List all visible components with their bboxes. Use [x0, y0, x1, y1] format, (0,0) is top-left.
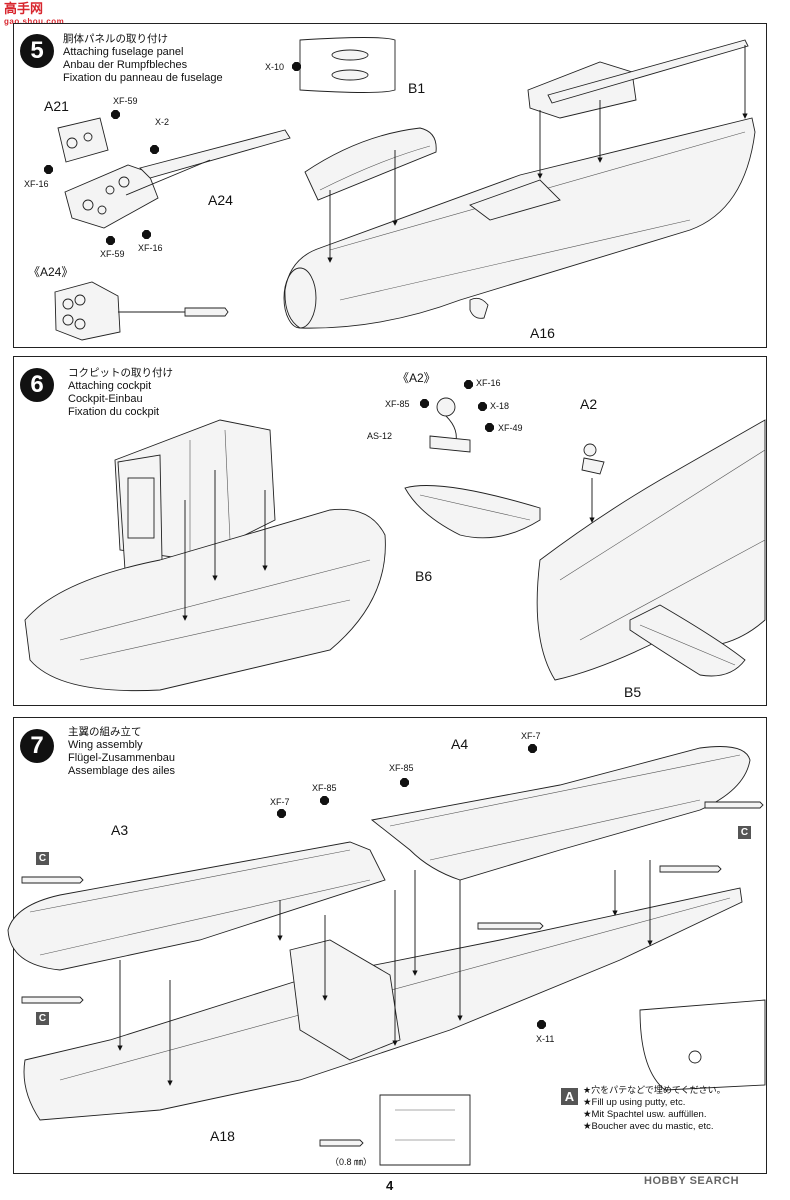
part-a18-wing-drawing: [23, 887, 743, 1121]
dimension-label: （0.8 ㎜）: [330, 1157, 373, 1167]
part-a4-wing-drawing: [370, 746, 751, 881]
paint-dot-xf85-left: [320, 796, 329, 805]
part-b6-drawing: [404, 485, 541, 539]
note-badge: A: [561, 1088, 578, 1105]
paint-xf85-right: XF-85: [389, 763, 414, 773]
paint-dot-xf49: [485, 423, 494, 432]
step-7-title-jp: 主翼の組み立て: [68, 726, 142, 738]
step-7-title-en: Wing assembly: [68, 739, 143, 751]
paint-dot-xf16-right: [142, 230, 151, 239]
paint-xf7-left: XF-7: [270, 797, 290, 807]
paint-xf16: XF-16: [476, 378, 501, 388]
paint-dot-xf16-left: [44, 165, 53, 174]
part-b1-drawing: [304, 127, 437, 201]
step-6-title: コクピットの取り付け Attaching cockpit Cockpit-Ein…: [68, 367, 173, 419]
logo-subtext: gao.shou.com: [4, 17, 65, 26]
paint-xf7-right: XF-7: [521, 731, 541, 741]
part-b5-drawing: [629, 604, 746, 677]
label-a24-detail: 《A24》: [28, 265, 74, 279]
paint-dot-xf59-bottom: [106, 236, 115, 245]
paint-xf49: XF-49: [498, 423, 523, 433]
label-a16: A16: [530, 325, 555, 341]
putty-note: A ★穴をパテなどで埋めてください。 ★Fill up using putty,…: [561, 1085, 726, 1133]
label-b5: B5: [624, 684, 642, 700]
paint-dot-x11: [537, 1020, 546, 1029]
step-7-title-fr: Assemblage des ailes: [68, 765, 176, 777]
paint-as12: AS-12: [367, 431, 393, 441]
paint-x18: X-18: [490, 401, 510, 411]
paint-xf85: XF-85: [385, 399, 410, 409]
step-6-title-fr: Fixation du cockpit: [68, 406, 160, 418]
paint-dot-xf85-right: [400, 778, 409, 787]
part-a24-detail-drawing: [54, 281, 229, 341]
paint-xf16-right: XF-16: [138, 243, 163, 253]
paint-dot-x2: [150, 145, 159, 154]
page-number: 4: [386, 1178, 394, 1193]
step-5-title-fr: Fixation du panneau de fuselage: [63, 72, 223, 84]
label-a18: A18: [210, 1128, 235, 1144]
paint-dot-xf16: [464, 380, 473, 389]
note-line-jp: ★穴をパテなどで埋めてください。: [583, 1086, 726, 1096]
watermark: HOBBY SEARCH: [644, 1175, 740, 1187]
part-a2-detail-drawing: [429, 397, 471, 453]
cockpit-tub-drawing: [114, 419, 276, 571]
step-6-number: 6: [20, 368, 54, 402]
paint-xf85-left: XF-85: [312, 783, 337, 793]
step-7-title-de: Flügel-Zusammenbau: [68, 752, 175, 764]
part-a21-drawing: [57, 117, 109, 163]
mark-c-right: C: [738, 826, 751, 839]
fuselage-drawing: [283, 39, 756, 329]
part-a3-wing-drawing: [7, 841, 386, 971]
mark-c-top-left: C: [36, 852, 49, 865]
label-a2: A2: [580, 396, 598, 412]
paint-dot-xf7-left: [277, 809, 286, 818]
paint-dot-xf59-top: [111, 110, 120, 119]
logo-text: 高手网: [4, 1, 44, 16]
step-6-title-en: Attaching cockpit: [68, 380, 152, 392]
label-a2-detail: 《A2》: [397, 371, 436, 385]
paint-dot-xf7-right: [528, 744, 537, 753]
paint-dot-x10: [292, 62, 301, 71]
note-line-fr: ★Boucher avec du mastic, etc.: [583, 1121, 714, 1132]
label-a24: A24: [208, 192, 233, 208]
label-a4: A4: [451, 736, 469, 752]
label-b1: B1: [408, 80, 426, 96]
paint-xf59-top: XF-59: [113, 96, 138, 106]
paint-dot-xf85: [420, 399, 429, 408]
paint-x11: X-11: [536, 1034, 555, 1044]
screws-drawing: [21, 801, 764, 1147]
paint-dot-x18: [478, 402, 487, 411]
step-6-title-de: Cockpit-Einbau: [68, 393, 143, 405]
step-5-title: 胴体パネルの取り付け Attaching fuselage panel Anba…: [63, 33, 223, 85]
mark-c-bottom-left: C: [36, 1012, 49, 1025]
exhaust-detail-drawing: [299, 37, 396, 93]
rear-fuselage-drawing: [536, 419, 766, 681]
step-5-title-en: Attaching fuselage panel: [63, 46, 184, 58]
label-a3: A3: [111, 822, 129, 838]
paint-x10: X-10: [265, 62, 285, 72]
step-5-title-de: Anbau der Rumpfbleches: [63, 59, 188, 71]
label-a21: A21: [44, 98, 69, 114]
step-7-title: 主翼の組み立て Wing assembly Flügel-Zusammenbau…: [68, 726, 175, 778]
paint-xf16-left: XF-16: [24, 179, 49, 189]
part-a24-drawing: [64, 129, 291, 229]
label-b6: B6: [415, 568, 433, 584]
step-7-number: 7: [20, 729, 54, 763]
step-5-number: 5: [20, 34, 54, 68]
note-line-en: ★Fill up using putty, etc.: [583, 1097, 686, 1108]
paint-xf59-bottom: XF-59: [100, 249, 125, 259]
note-line-de: ★Mit Spachtel usw. auffüllen.: [583, 1109, 707, 1120]
step-6-title-jp: コクピットの取り付け: [68, 367, 173, 379]
fuselage-half-drawing: [24, 470, 386, 692]
step-5-title-jp: 胴体パネルの取り付け: [63, 33, 168, 45]
paint-x2: X-2: [155, 117, 170, 127]
part-a2-drawing: [581, 443, 605, 523]
inset-detail-drawing: [379, 999, 766, 1166]
site-logo: 高手网 gao.shou.com: [4, 2, 64, 28]
